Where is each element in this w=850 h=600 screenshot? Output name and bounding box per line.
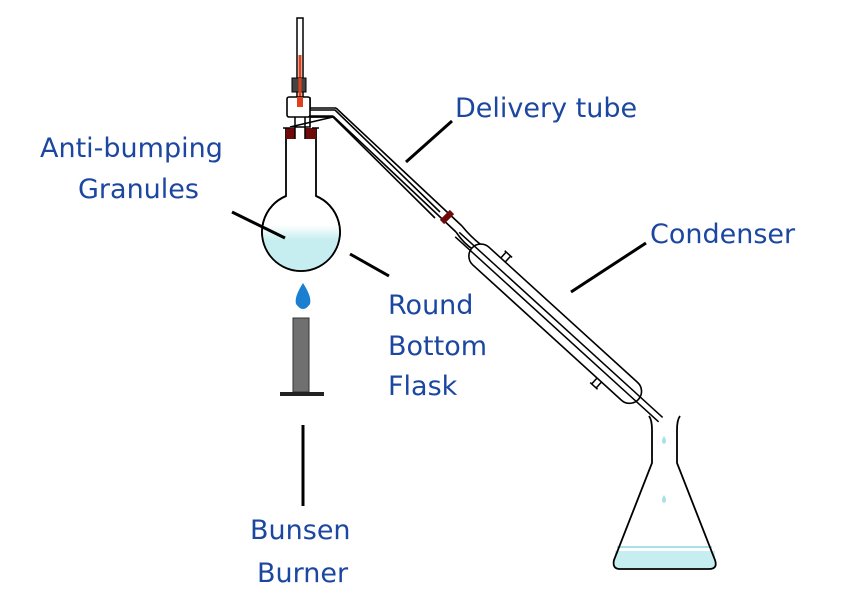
stopper xyxy=(286,128,295,139)
delivery-tube xyxy=(310,107,481,251)
leader-lines xyxy=(231,119,647,506)
condenser xyxy=(454,231,664,423)
label-condenser: Condenser xyxy=(650,219,796,250)
leader-round-bottom xyxy=(349,252,390,278)
label-anti-bumping: Anti-bumping xyxy=(40,133,223,164)
conical-flask xyxy=(612,415,717,570)
round-bottom-flask xyxy=(261,117,341,272)
leader-condenser xyxy=(570,241,647,294)
label-bottom: Bottom xyxy=(388,331,488,362)
label-round: Round xyxy=(388,290,474,321)
droplet xyxy=(662,495,666,503)
droplet xyxy=(662,436,666,444)
leader-delivery-tube xyxy=(405,119,453,164)
bunsen-burner xyxy=(280,283,324,396)
flame-icon xyxy=(295,283,311,309)
rubber-connector xyxy=(439,209,455,225)
thermometer xyxy=(291,17,307,107)
label-bunsen: Bunsen xyxy=(250,515,351,546)
leader-anti-bumping xyxy=(231,210,286,240)
label-flask: Flask xyxy=(388,371,458,402)
label-burner: Burner xyxy=(257,558,349,589)
label-delivery-tube: Delivery tube xyxy=(455,93,638,124)
label-granules: Granules xyxy=(78,174,199,205)
